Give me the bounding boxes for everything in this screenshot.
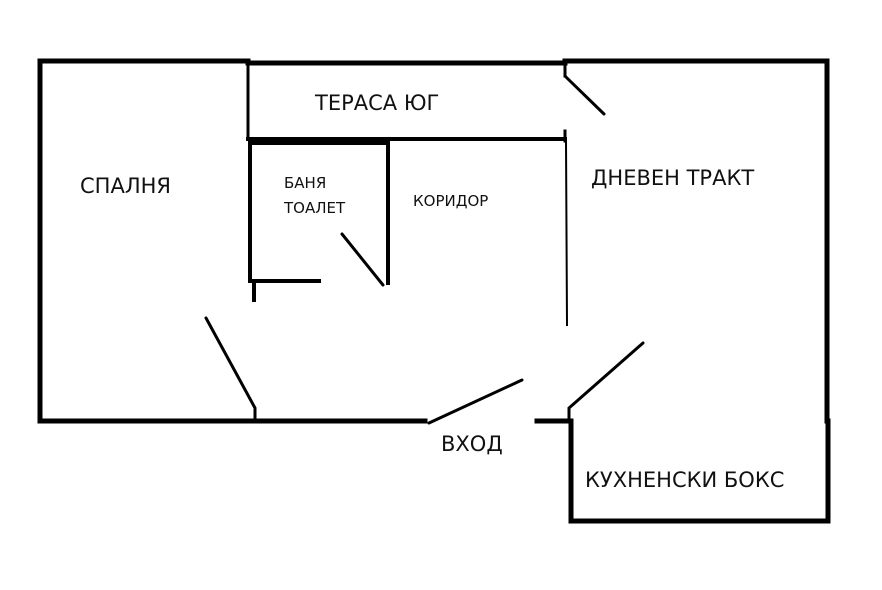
kitchen-walls (568, 418, 831, 524)
room-label-corridor: КОРИДОР (413, 192, 489, 210)
outer-walls (37, 58, 830, 424)
kitchen-door (567, 341, 645, 423)
room-label-bathroom-line1: БАНЯ (284, 174, 327, 192)
room-label-terrace: ТЕРАСА ЮГ (315, 91, 440, 115)
terrace-door (563, 74, 606, 116)
room-label-kitchen: КУХНЕНСКИ БОКС (585, 468, 785, 492)
bathroom-door (340, 232, 385, 287)
entrance-door (427, 378, 524, 425)
doors (204, 74, 645, 425)
bedroom-door (204, 316, 257, 423)
terrace-walls (246, 61, 567, 143)
corridor-partition (564, 139, 569, 327)
room-label-bathroom-line2: ТОАЛЕТ (284, 199, 346, 217)
room-label-bedroom: СПАЛНЯ (80, 174, 171, 198)
entrance-label: ВХОД (441, 432, 503, 456)
room-label-living: ДНЕВЕН ТРАКТ (591, 166, 755, 190)
bathroom-walls (248, 141, 390, 302)
